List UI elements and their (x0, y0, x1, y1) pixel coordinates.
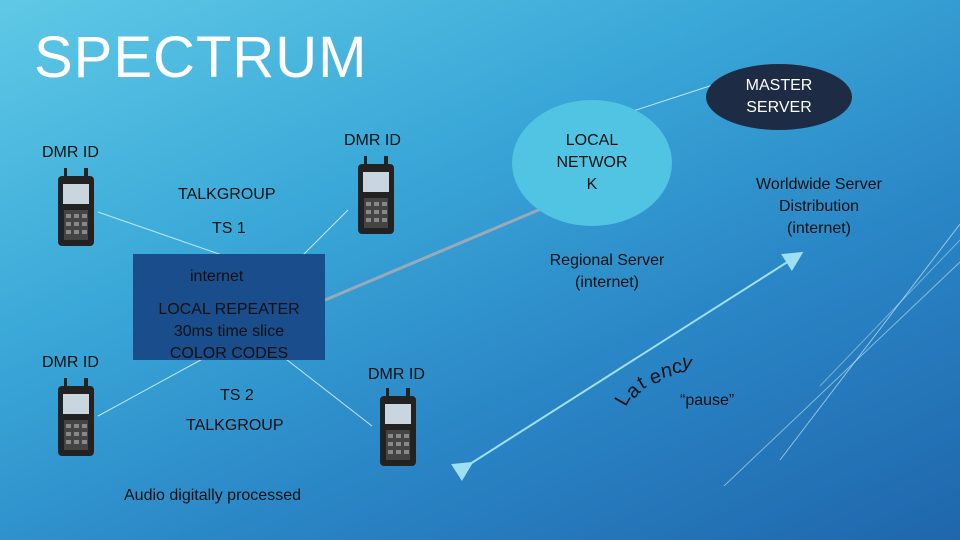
talkgroup-label-bottom: TALKGROUP (186, 417, 284, 434)
link-repeater-local-network (324, 204, 549, 302)
ts2-label: TS 2 (220, 387, 254, 404)
talkgroup-label-top: TALKGROUP (178, 186, 276, 203)
latency-arrow (451, 251, 804, 482)
local-network-label: LOCAL NETWOR K (556, 132, 628, 193)
link-bottom-left-radio (97, 355, 209, 417)
radio-top-center (358, 156, 394, 234)
dmr-id-label-bottom-left: DMR ID (42, 354, 99, 371)
local-network-node: LOCAL NETWOR K (512, 100, 672, 226)
local-repeater-label: LOCAL REPEATER 30ms time slice COLOR COD… (158, 301, 300, 362)
ts1-label: TS 1 (212, 220, 246, 237)
dmr-id-label-top-center: DMR ID (344, 132, 401, 149)
radio-bottom-center (380, 388, 416, 466)
link-local-network-master (629, 81, 723, 113)
radio-top-left (58, 168, 94, 246)
worldwide-server-label: Worldwide Server Distribution (internet) (756, 176, 882, 237)
regional-server-label: Regional Server (internet) (549, 252, 665, 291)
link-bottom-center-radio (281, 355, 373, 427)
audio-label: Audio digitally processed (124, 487, 301, 504)
latency-char: y (680, 351, 694, 375)
link-top-center-radio (301, 209, 349, 257)
page-title: SPECTRUM (34, 25, 368, 90)
pause-label: “pause” (680, 392, 735, 409)
latency-char: c (672, 356, 682, 378)
internet-box (133, 254, 325, 360)
decor-line-1 (779, 223, 960, 461)
decor-line-2 (723, 261, 960, 487)
dmr-id-label-bottom-center: DMR ID (368, 366, 425, 383)
master-server-node: MASTER SERVER (706, 64, 852, 130)
master-server-label: MASTER SERVER (745, 77, 813, 116)
decor-line-3 (819, 239, 960, 387)
dmr-id-label-top-left: DMR ID (42, 144, 99, 161)
link-top-left-radio (97, 211, 243, 263)
internet-label: internet (190, 268, 244, 285)
radio-bottom-left (58, 378, 94, 456)
